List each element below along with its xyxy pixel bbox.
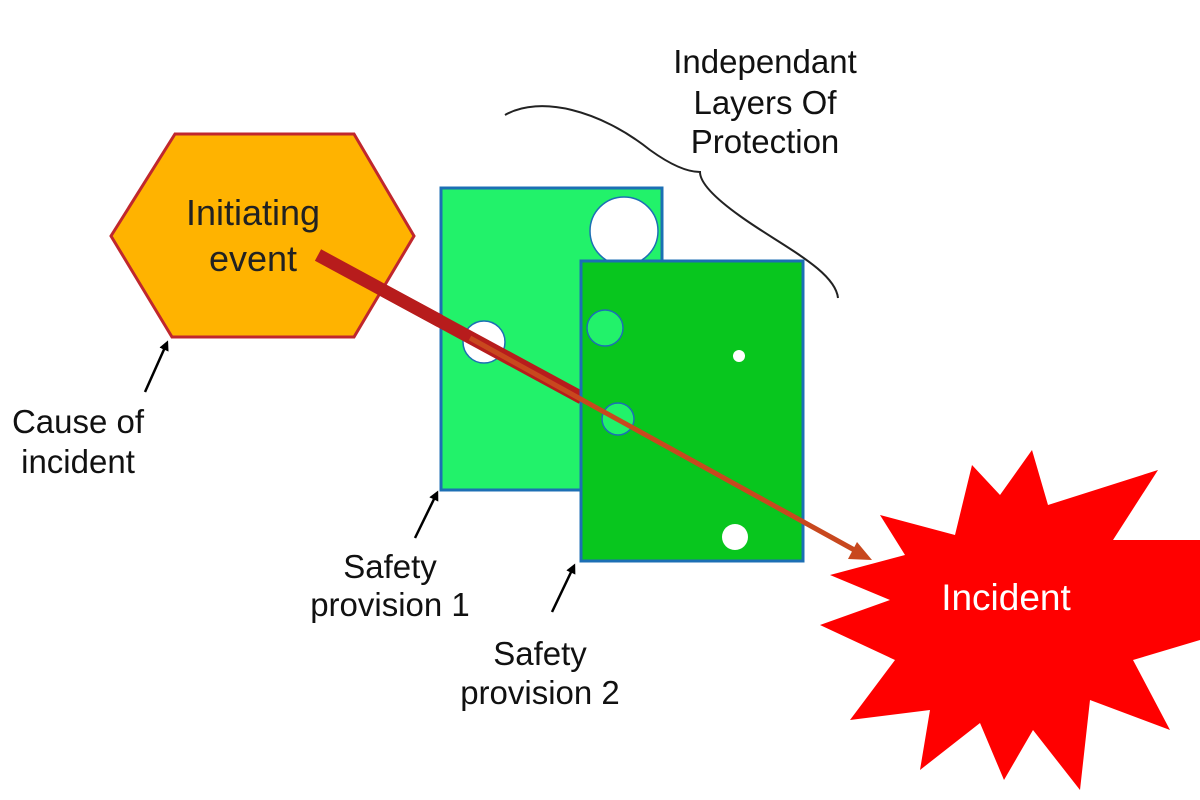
- sp2-pointer: [550, 563, 576, 613]
- ilop-label-line2: Layers Of: [693, 84, 837, 121]
- sp1-label-line1: Safety: [343, 548, 437, 585]
- initiating-event-label-line1: Initiating: [186, 192, 320, 233]
- ilop-label-line3: Protection: [691, 123, 840, 160]
- sp1-pointer: [413, 490, 439, 539]
- ilop-label-line1: Independant: [673, 43, 857, 80]
- cause-pointer: [143, 340, 169, 393]
- sp1-label-line2: provision 1: [310, 586, 470, 623]
- sp2-label-line1: Safety: [493, 635, 587, 672]
- cause-label-line1: Cause of: [12, 403, 145, 440]
- incident-path-arrowhead: [848, 542, 872, 560]
- incident-path-thin: [468, 335, 860, 555]
- protection-brace: [504, 105, 839, 299]
- initiating-event-label-line2: event: [209, 238, 297, 279]
- layer2-hole-small: [733, 350, 745, 362]
- incident-starburst: [820, 450, 1200, 790]
- initiating-path-start: [314, 249, 444, 327]
- incident-label: Incident: [941, 577, 1071, 618]
- initiating-event-hexagon: [109, 132, 416, 339]
- layer2-hole-bottom: [722, 524, 748, 550]
- layer1-hole-large: [589, 196, 659, 266]
- cause-label-line2: incident: [21, 443, 135, 480]
- sp2-label-line2: provision 2: [460, 674, 620, 711]
- layer2-hole-left: [586, 309, 624, 347]
